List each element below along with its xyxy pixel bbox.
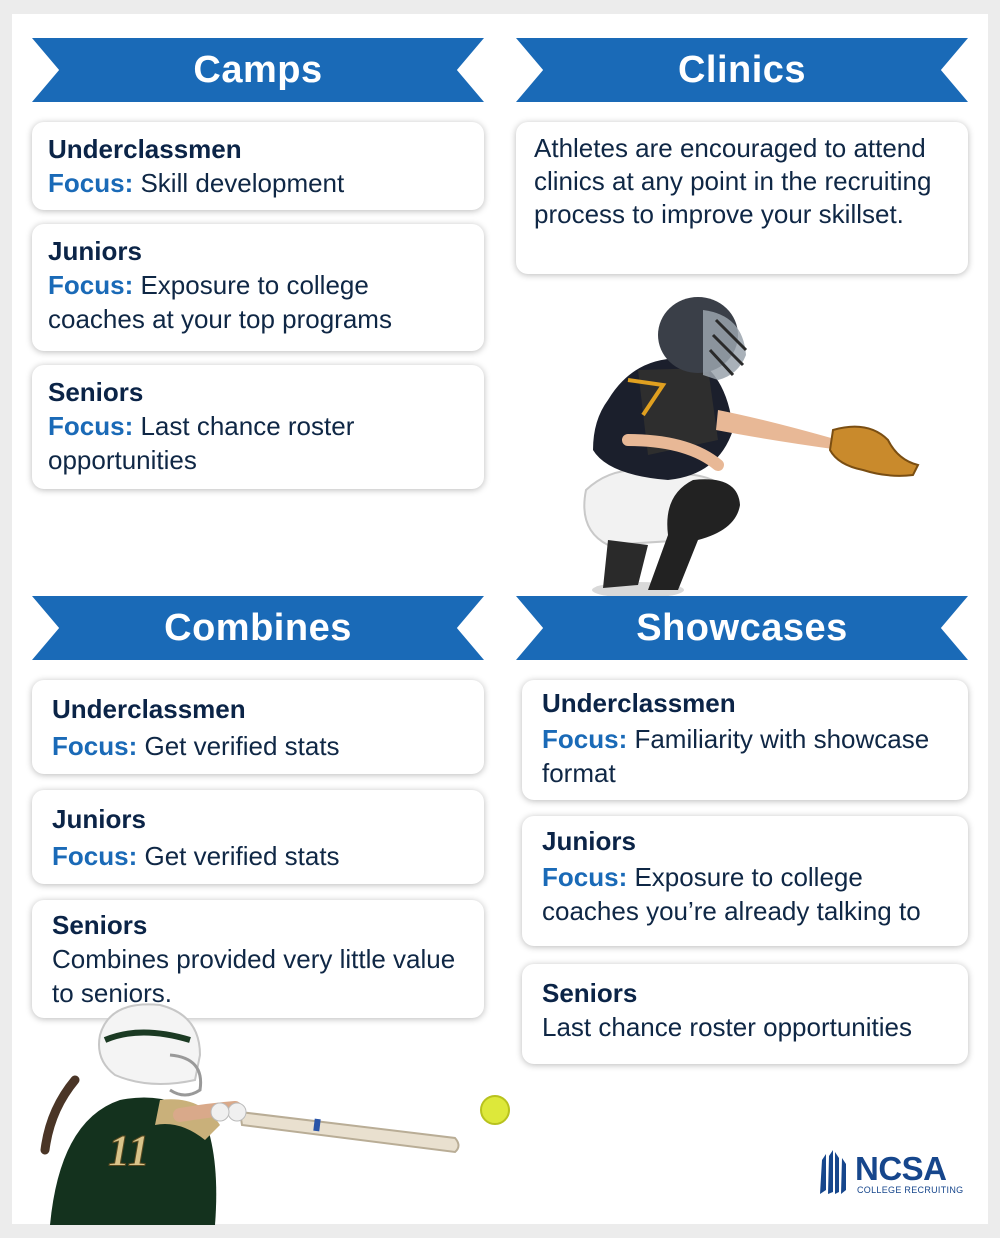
- card-heading: Underclassmen: [48, 134, 242, 164]
- focus-label: Focus:: [542, 724, 628, 754]
- focus-label: Focus:: [52, 731, 138, 761]
- combines-card-seniors: Seniors Combines provided very little va…: [32, 900, 484, 1018]
- card-heading: Juniors: [52, 804, 146, 834]
- card-body: Focus: Exposure to college coaches at yo…: [48, 268, 468, 336]
- card-heading: Juniors: [48, 236, 142, 266]
- card-heading: Seniors: [542, 978, 638, 1008]
- softball-catcher-image: [583, 297, 920, 598]
- card-body: Focus: Get verified stats: [52, 839, 464, 873]
- card-body: Focus: Exposure to college coaches you’r…: [542, 860, 948, 928]
- focus-text: Last chance roster opportunities: [48, 411, 355, 475]
- card-heading: Underclassmen: [542, 688, 736, 718]
- showcases-card-juniors: Juniors Focus: Exposure to college coach…: [522, 816, 968, 946]
- clinics-card: Athletes are encouraged to attend clinic…: [516, 122, 968, 274]
- camps-card-underclassmen: Underclassmen Focus: Skill development: [32, 122, 484, 210]
- focus-text: Familiarity with showcase format: [542, 724, 930, 788]
- focus-text: Get verified stats: [144, 731, 340, 761]
- focus-text: Skill development: [140, 168, 345, 198]
- banner-combines-title: Combines: [164, 606, 352, 649]
- focus-text: Exposure to college coaches at your top …: [48, 270, 392, 334]
- card-body: Focus: Get verified stats: [52, 729, 464, 763]
- focus-label: Focus:: [48, 168, 134, 198]
- focus-label: Focus:: [542, 862, 628, 892]
- banner-showcases-title: Showcases: [636, 606, 848, 649]
- banner-clinics-title: Clinics: [677, 48, 807, 91]
- banner-clinics: Clinics: [516, 38, 968, 102]
- card-heading: Seniors: [52, 910, 148, 940]
- card-heading: Juniors: [542, 826, 636, 856]
- camps-card-juniors: Juniors Focus: Exposure to college coach…: [32, 224, 484, 351]
- showcases-card-underclassmen: Underclassmen Focus: Familiarity with sh…: [522, 680, 968, 800]
- camps-card-seniors: Seniors Focus: Last chance roster opport…: [32, 365, 484, 489]
- focus-label: Focus:: [52, 841, 138, 871]
- card-heading: Underclassmen: [52, 694, 246, 724]
- ncsa-column-icon: [820, 1150, 846, 1194]
- focus-label: Focus:: [48, 270, 134, 300]
- combines-card-juniors: Juniors Focus: Get verified stats: [32, 790, 484, 884]
- ncsa-tagline: COLLEGE RECRUITING: [857, 1185, 964, 1195]
- banner-camps: Camps: [32, 38, 484, 102]
- softball-batter-image: 11: [40, 1003, 510, 1225]
- focus-label: Focus:: [48, 411, 134, 441]
- card-body: Last chance roster opportunities: [542, 1012, 912, 1042]
- banner-showcases: Showcases: [516, 596, 968, 660]
- clinics-text: Athletes are encouraged to attend clinic…: [534, 133, 932, 229]
- card-body: Focus: Familiarity with showcase format: [542, 722, 948, 790]
- jersey-number: 11: [108, 1126, 150, 1175]
- ncsa-wordmark: NCSA: [855, 1150, 947, 1187]
- card-body: Focus: Skill development: [48, 166, 468, 200]
- focus-text: Get verified stats: [144, 841, 340, 871]
- combines-card-underclassmen: Underclassmen Focus: Get verified stats: [32, 680, 484, 774]
- focus-text: Exposure to college coaches you’re alrea…: [542, 862, 921, 926]
- card-body: Focus: Last chance roster opportunities: [48, 409, 468, 477]
- showcases-card-seniors: Seniors Last chance roster opportunities: [522, 964, 968, 1064]
- card-heading: Seniors: [48, 377, 144, 407]
- card-body: Combines provided very little value to s…: [52, 944, 456, 1008]
- banner-combines: Combines: [32, 596, 484, 660]
- ncsa-logo: NCSA COLLEGE RECRUITING: [817, 1148, 967, 1198]
- banner-camps-title: Camps: [193, 48, 323, 91]
